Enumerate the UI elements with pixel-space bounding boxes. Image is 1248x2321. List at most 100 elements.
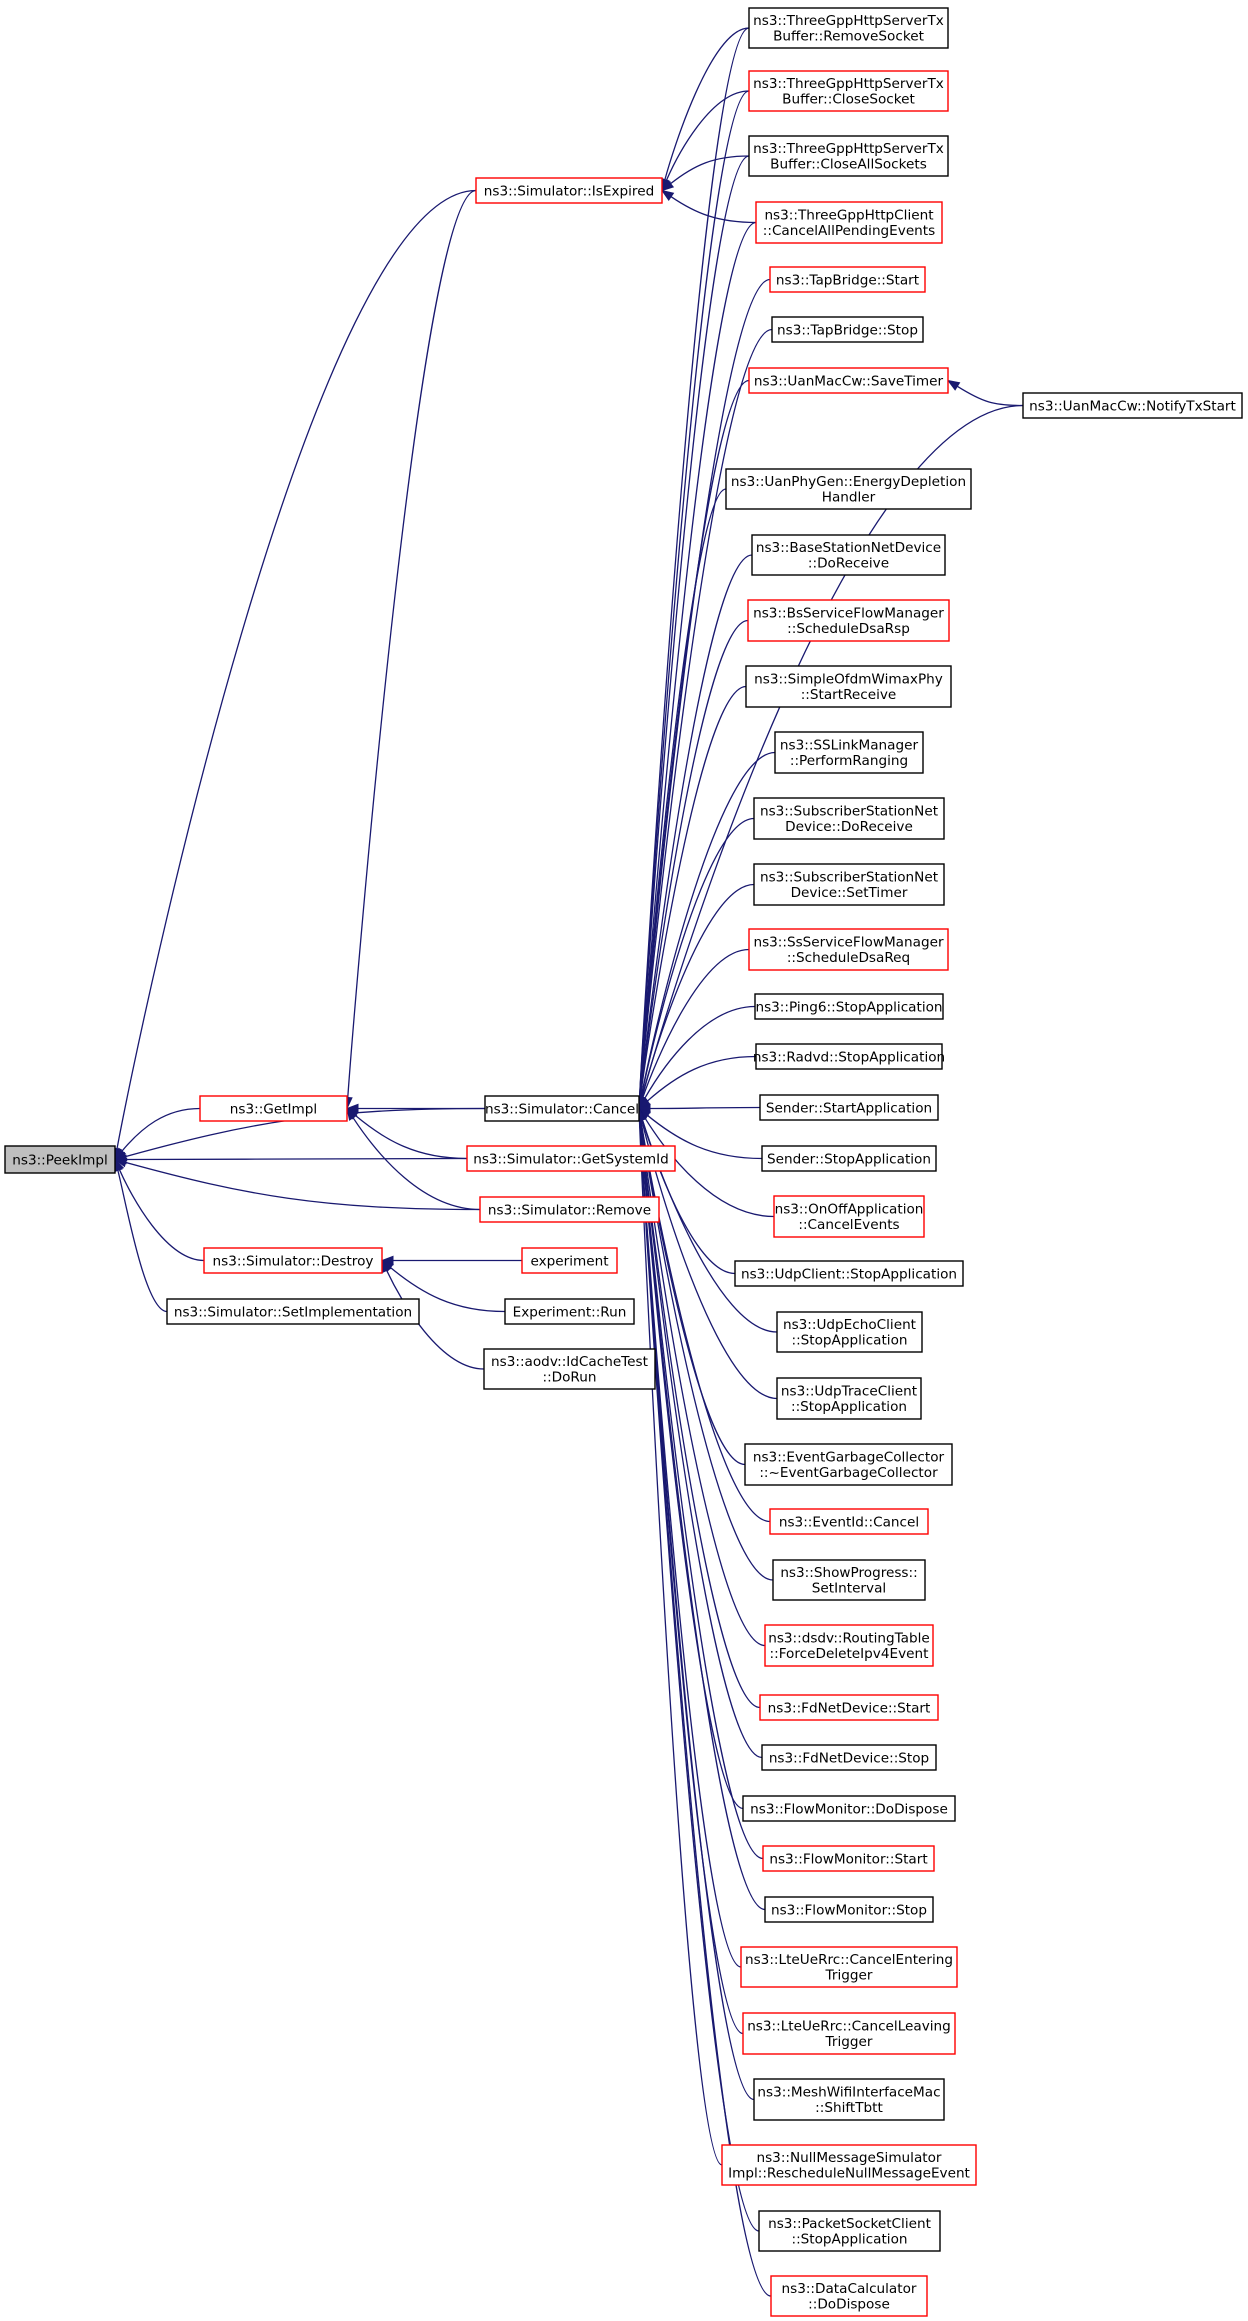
node-eventid[interactable]: ns3::EventId::Cancel: [769, 1508, 929, 1535]
node-exprun[interactable]: Experiment::Run: [504, 1298, 635, 1325]
node-label: ns3::ShowProgress::: [780, 1565, 917, 1581]
node-tapstart[interactable]: ns3::TapBridge::Start: [769, 266, 926, 293]
node-label: ns3::Ping6::StopApplication: [755, 999, 942, 1015]
node-label: ns3::TapBridge::Stop: [777, 322, 918, 338]
node-aodvrun[interactable]: ns3::aodv::IdCacheTest::DoRun: [483, 1348, 656, 1390]
edge-tapstop-cancel: [639, 328, 773, 1098]
node-fdstop[interactable]: ns3::FdNetDevice::Stop: [761, 1744, 937, 1771]
edge-arrowhead: [346, 1107, 358, 1121]
node-getsystemid[interactable]: ns3::Simulator::GetSystemId: [466, 1145, 676, 1172]
node-udpclient[interactable]: ns3::UdpClient::StopApplication: [734, 1260, 964, 1287]
node-senderstop[interactable]: Sender::StopApplication: [761, 1145, 937, 1172]
node-onoff[interactable]: ns3::OnOffApplication::CancelEvents: [773, 1195, 925, 1238]
node-sstimer[interactable]: ns3::SubscriberStationNetDevice::SetTime…: [753, 863, 945, 906]
node-box: [483, 1348, 656, 1390]
node-fmdispose[interactable]: ns3::FlowMonitor::DoDispose: [742, 1795, 956, 1822]
node-egc[interactable]: ns3::EventGarbageCollector::~EventGarbag…: [744, 1443, 953, 1486]
node-closeall[interactable]: ns3::ThreeGppHttpServerTxBuffer::CloseAl…: [748, 135, 949, 177]
node-box: [776, 1311, 923, 1353]
node-setimpl[interactable]: ns3::Simulator::SetImplementation: [166, 1298, 420, 1325]
node-fdstart[interactable]: ns3::FdNetDevice::Start: [759, 1694, 939, 1721]
node-cancel[interactable]: ns3::Simulator::Cancel: [484, 1095, 640, 1122]
node-showprog[interactable]: ns3::ShowProgress::SetInterval: [772, 1559, 926, 1601]
node-box: [762, 1845, 935, 1872]
node-box: [4, 1145, 116, 1174]
node-fmstop[interactable]: ns3::FlowMonitor::Stop: [764, 1896, 934, 1923]
node-destroy[interactable]: ns3::Simulator::Destroy: [203, 1247, 383, 1274]
node-bsreceive[interactable]: ns3::BaseStationNetDevice::DoReceive: [751, 534, 946, 576]
node-label: Device::DoReceive: [785, 819, 913, 835]
edge-remove-peekimpl: [125, 1161, 481, 1211]
node-box: [772, 1559, 926, 1601]
node-box: [748, 367, 949, 394]
node-label: Device::SetTimer: [791, 885, 908, 901]
edge-isexpired-getimpl: [347, 189, 477, 1098]
edge-removesocket-isexpired: [664, 27, 750, 181]
node-label: ns3::SSLinkManager: [780, 738, 919, 754]
edge-arrowhead: [946, 379, 961, 391]
node-udptrace[interactable]: ns3::UdpTraceClient::StopApplication: [776, 1377, 922, 1420]
node-ping6[interactable]: ns3::Ping6::StopApplication: [754, 993, 944, 1020]
node-label: ::StopApplication: [791, 1333, 907, 1349]
node-notifytx[interactable]: ns3::UanMacCw::NotifyTxStart: [1022, 392, 1243, 419]
node-nullmsg[interactable]: ns3::NullMessageSimulatorImpl::Reschedul…: [721, 2144, 977, 2186]
node-label: ns3::ThreeGppHttpServerTx: [753, 76, 944, 92]
node-label: Experiment::Run: [513, 1304, 627, 1320]
node-label: ns3::EventGarbageCollector: [753, 1450, 945, 1466]
node-label: Sender::StopApplication: [767, 1151, 931, 1167]
node-box: [748, 70, 949, 112]
edge-closeall-cancel: [638, 155, 750, 1098]
node-box: [758, 2210, 941, 2252]
node-peekimpl[interactable]: ns3::PeekImpl: [4, 1145, 116, 1174]
node-box: [769, 1508, 929, 1535]
node-experiment[interactable]: experiment: [521, 1247, 618, 1274]
node-label: Buffer::RemoveSocket: [773, 29, 924, 45]
node-cancelpending[interactable]: ns3::ThreeGppHttpClient::CancelAllPendin…: [755, 201, 943, 244]
node-savetimer[interactable]: ns3::UanMacCw::SaveTimer: [748, 367, 949, 394]
node-remove[interactable]: ns3::Simulator::Remove: [479, 1196, 660, 1223]
node-label: ns3::DataCalculator: [782, 2281, 917, 2297]
node-label: ::StopApplication: [791, 1399, 907, 1415]
node-box: [479, 1196, 660, 1223]
node-label: ns3::PacketSocketClient: [768, 2216, 931, 2232]
node-label: SetInterval: [812, 1581, 886, 1597]
edge-senderstop-cancel: [647, 1114, 763, 1160]
node-datacalc[interactable]: ns3::DataCalculator::DoDispose: [770, 2275, 928, 2317]
edge-ssreceive-cancel: [640, 817, 755, 1098]
node-sslink[interactable]: ns3::SSLinkManager::PerformRanging: [774, 731, 924, 774]
node-box: [770, 2275, 928, 2317]
nodes-layer: ns3::PeekImplns3::GetImplns3::Simulator:…: [4, 7, 1243, 2317]
edge-setimpl-peekimpl: [117, 1169, 168, 1313]
node-meshwifi[interactable]: ns3::MeshWifiInterfaceMac::ShiftTbtt: [753, 2078, 945, 2121]
node-dsdv[interactable]: ns3::dsdv::RoutingTable::ForceDeleteIpv4…: [764, 1624, 934, 1667]
node-label: ns3::UanMacCw::SaveTimer: [754, 373, 944, 389]
node-fmstart[interactable]: ns3::FlowMonitor::Start: [762, 1845, 935, 1872]
node-ofdm[interactable]: ns3::SimpleOfdmWimaxPhy::StartReceive: [745, 665, 952, 708]
node-removesocket[interactable]: ns3::ThreeGppHttpServerTxBuffer::RemoveS…: [748, 7, 949, 49]
edge-closeall-isexpired: [670, 155, 750, 185]
node-box: [734, 1260, 964, 1287]
node-closesocket[interactable]: ns3::ThreeGppHttpServerTxBuffer::CloseSo…: [748, 70, 949, 112]
node-label: Trigger: [825, 2034, 873, 2050]
node-ssreceive[interactable]: ns3::SubscriberStationNetDevice::DoRecei…: [753, 797, 945, 840]
node-ssdsareq[interactable]: ns3::SsServiceFlowManager::ScheduleDsaRe…: [748, 928, 949, 971]
node-box: [203, 1247, 383, 1274]
node-box: [754, 993, 944, 1020]
node-radvd[interactable]: ns3::Radvd::StopApplication: [753, 1043, 945, 1070]
edge-ssdsareq-cancel: [641, 948, 750, 1099]
node-box: [521, 1247, 618, 1274]
node-udpecho[interactable]: ns3::UdpEchoClient::StopApplication: [776, 1311, 923, 1353]
node-box: [755, 201, 943, 244]
node-senderstart[interactable]: Sender::StartApplication: [759, 1094, 939, 1121]
node-getimpl[interactable]: ns3::GetImpl: [199, 1095, 348, 1122]
node-pktsock[interactable]: ns3::PacketSocketClient::StopApplication: [758, 2210, 941, 2252]
node-label: Impl::RescheduleNullMessageEvent: [728, 2166, 970, 2182]
node-box: [466, 1145, 676, 1172]
node-tapstop[interactable]: ns3::TapBridge::Stop: [771, 316, 924, 343]
node-bsdsarsp[interactable]: ns3::BsServiceFlowManager::ScheduleDsaRs…: [747, 599, 950, 642]
node-isexpired[interactable]: ns3::Simulator::IsExpired: [475, 177, 663, 204]
